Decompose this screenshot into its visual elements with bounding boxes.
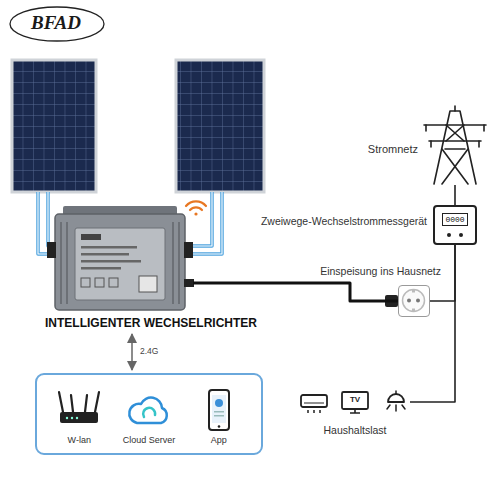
solar-panel [176, 60, 264, 192]
bidirectional-meter: 0000Zweiwege-Wechselstrommessgerät [433, 205, 477, 245]
wifi-symbol [186, 201, 206, 215]
app-item-label: Cloud Server [123, 435, 176, 446]
feed-in-label: Einspeisung ins Hausnetz [320, 265, 441, 278]
pylon-icon [420, 105, 490, 185]
wireless-link [131, 334, 133, 370]
app-item-label: W-lan [68, 435, 91, 446]
inverter-heading: INTELLIGENTER WECHSELRICHTER [45, 316, 257, 331]
meter-buttons [443, 231, 467, 239]
ac-cable [267, 283, 398, 301]
phone-icon [194, 388, 244, 432]
grid-label: Stromnetz [368, 143, 420, 156]
ac-cable [193, 282, 267, 285]
household-load: TVHaushaltslast [300, 390, 410, 414]
inverter-body [35, 200, 267, 312]
solar-panel [12, 60, 96, 192]
socket-face [399, 286, 428, 315]
tv-icon: TV [340, 390, 370, 414]
app-box: W-lan Cloud Server App [35, 373, 263, 455]
edge-label: 2.4G [139, 346, 159, 357]
app-item: W-lan [54, 388, 104, 446]
brand-logo: BFAD [31, 12, 81, 34]
logo-ring [10, 7, 104, 41]
app-item-label: App [211, 435, 227, 446]
load-label: Haushaltslast [323, 424, 386, 437]
air-conditioner-icon [300, 390, 328, 414]
meter-label: Zweiwege-Wechselstrommessgerät [261, 215, 427, 228]
app-item: App [194, 388, 244, 446]
power-line [454, 185, 456, 205]
tv-label: TV [340, 395, 370, 404]
router-icon [54, 388, 104, 432]
micro-inverter: INTELLIGENTER WECHSELRICHTER [35, 200, 267, 331]
lamp-icon [382, 390, 410, 414]
grid-pylon: Stromnetz [420, 105, 490, 185]
app-item: Cloud Server [123, 388, 176, 446]
wall-socket: Einspeisung ins Hausnetz [398, 285, 430, 317]
meter-reading: 0000 [442, 213, 467, 226]
cloud-icon [124, 388, 174, 432]
